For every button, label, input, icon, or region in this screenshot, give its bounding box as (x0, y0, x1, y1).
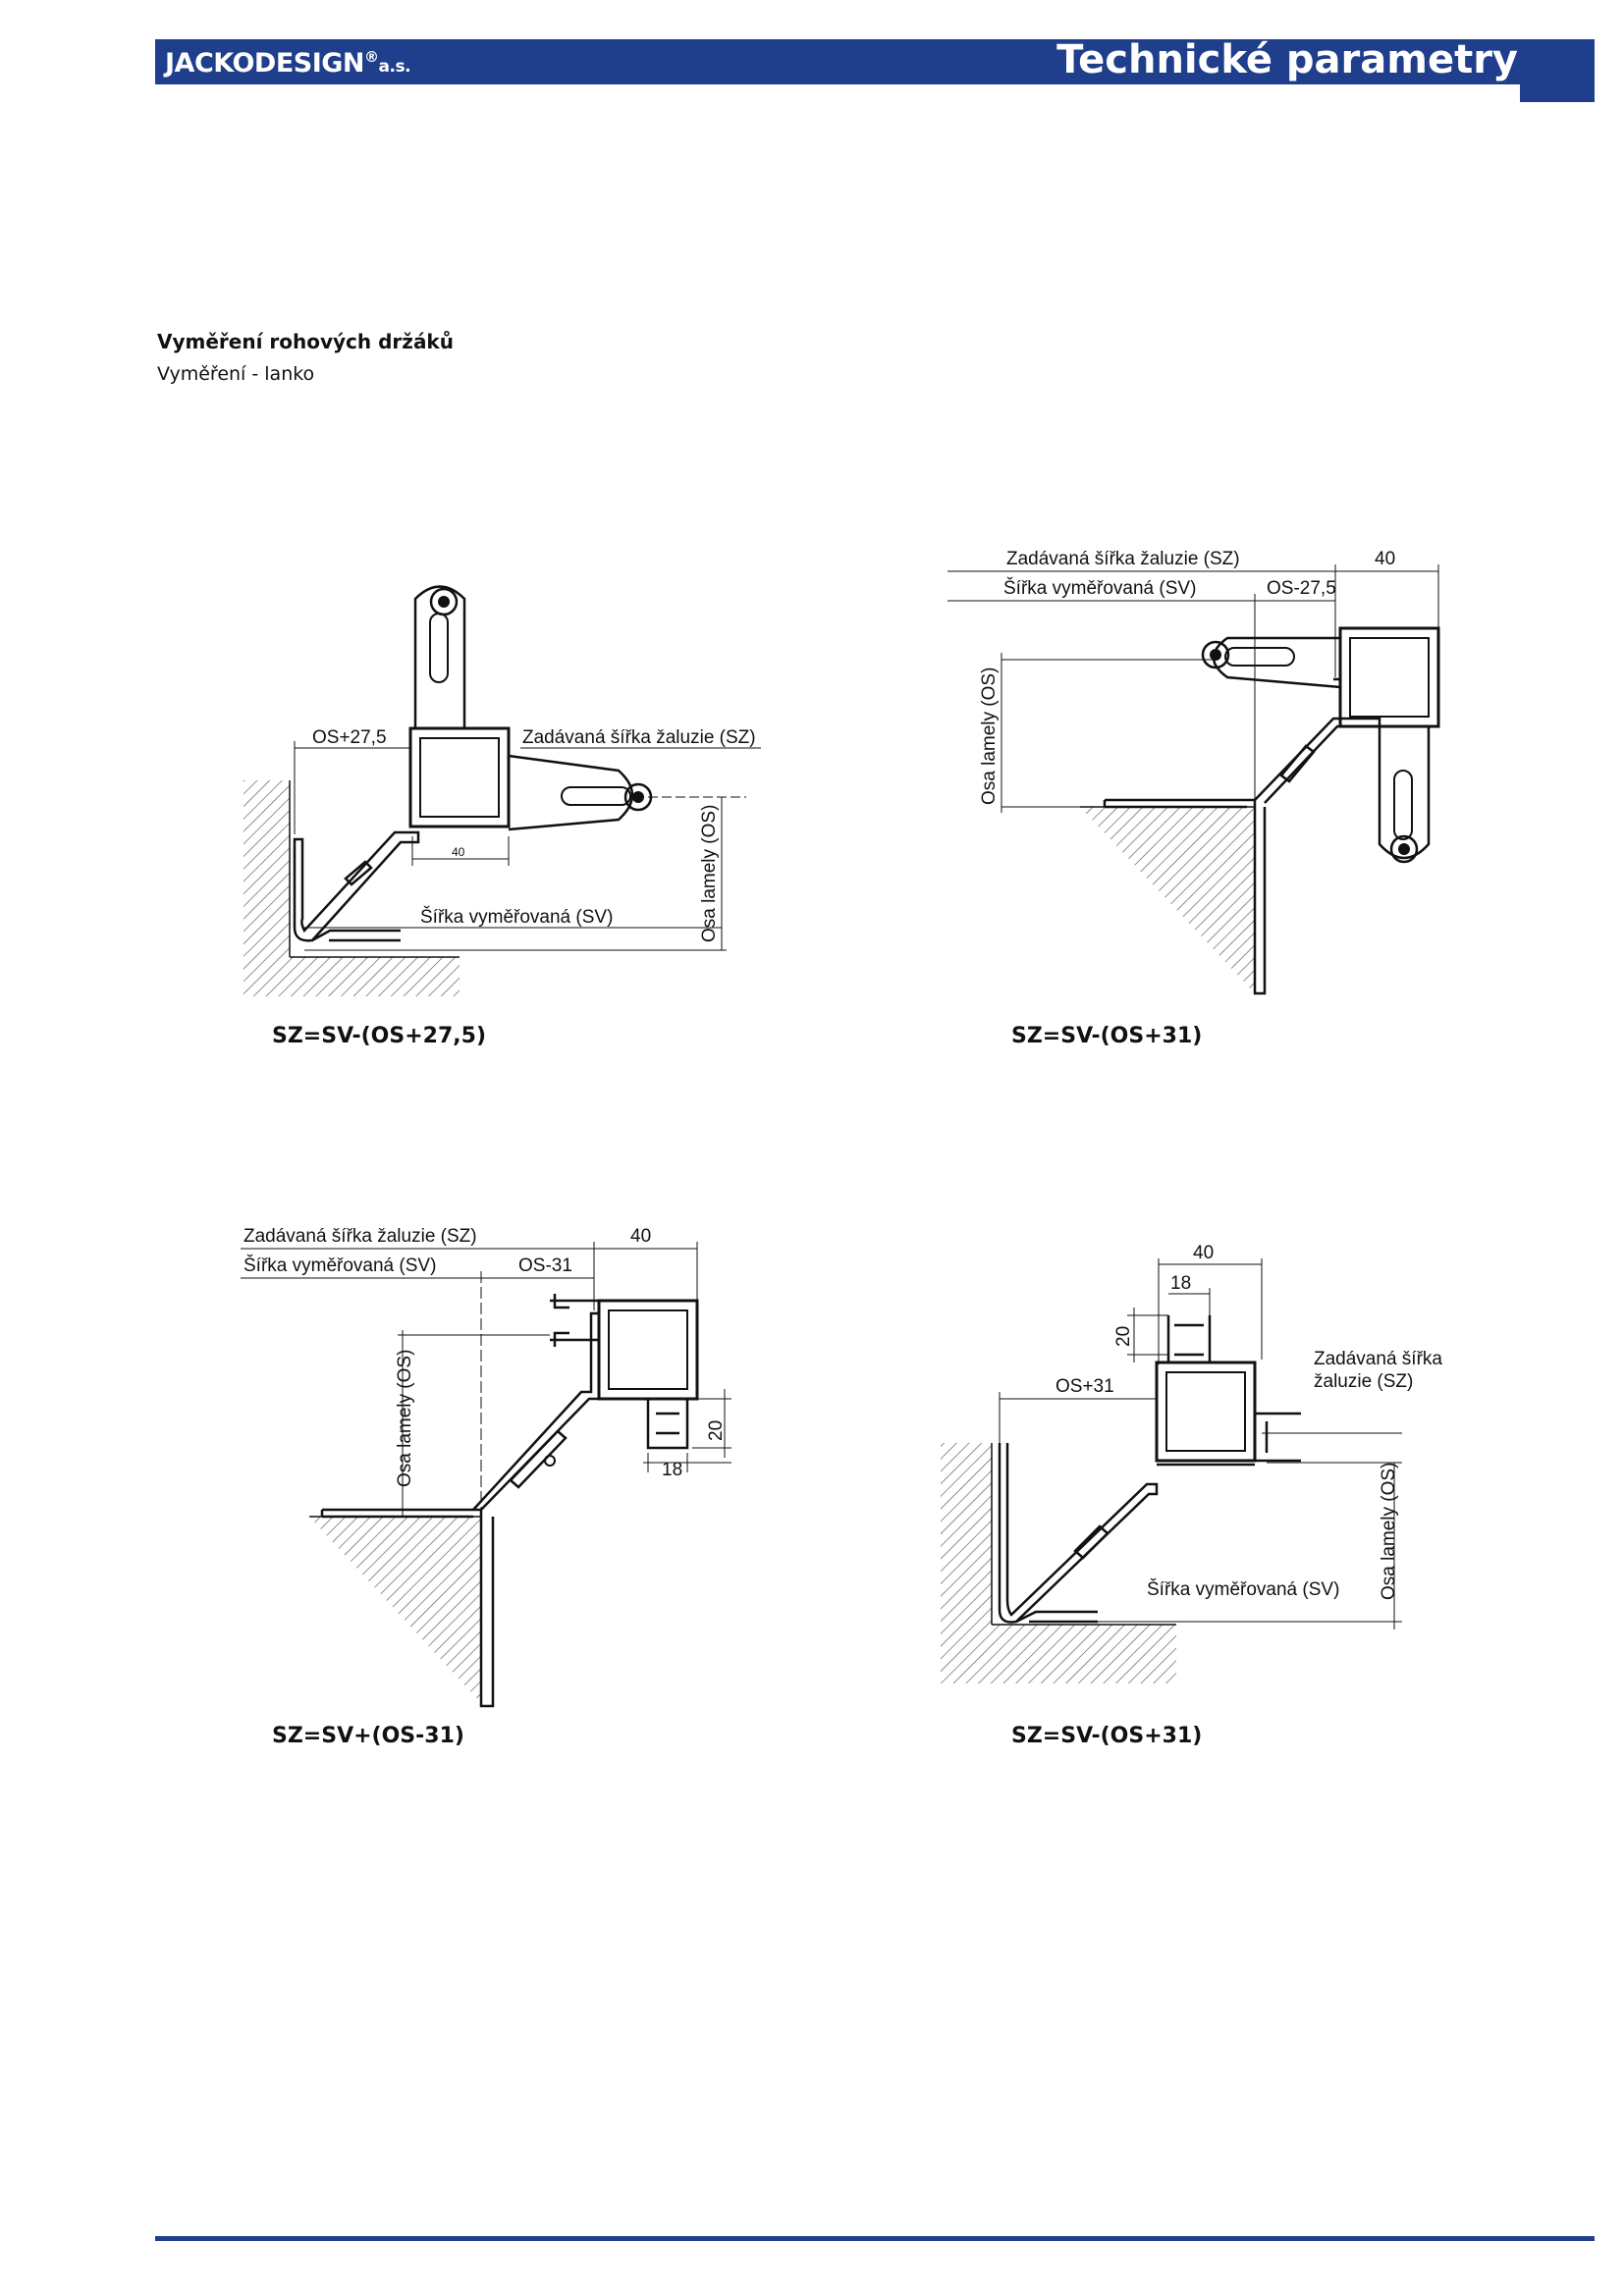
dim-40-label: 40 (630, 1226, 651, 1247)
sz-label-line2: žaluzie (SZ) (1314, 1371, 1413, 1392)
section-title: Vyměření rohových držáků (157, 330, 454, 353)
sv-label: Šířka vyměřovaná (SV) (1147, 1578, 1339, 1600)
osa-label: Osa lamely (OS) (699, 805, 720, 942)
dim-20-label: 20 (1113, 1326, 1134, 1347)
dim-os-label: OS-27,5 (1267, 578, 1336, 599)
dim-40-label: 40 (1375, 549, 1395, 569)
section-subtitle: Vyměření - lanko (157, 363, 315, 385)
formula-4: SZ=SV-(OS+31) (1011, 1724, 1203, 1748)
formula-1: SZ=SV-(OS+27,5) (272, 1024, 487, 1048)
dim-40-label: 40 (1193, 1243, 1214, 1263)
dim-20-label: 20 (706, 1420, 727, 1441)
sz-label-line1: Zadávaná šířka (1314, 1349, 1442, 1369)
osa-label: Osa lamely (OS) (395, 1350, 415, 1487)
sv-label: Šířka vyměřovaná (SV) (420, 906, 613, 928)
dim-os-label: OS+27,5 (312, 727, 387, 748)
sv-label: Šířka vyměřovaná (SV) (1003, 577, 1196, 599)
sz-label: Zadávaná šířka žaluzie (SZ) (244, 1226, 477, 1247)
dim-os-label: OS-31 (518, 1255, 572, 1276)
footer-rule (155, 2236, 1595, 2241)
dim-18-label: 18 (1170, 1273, 1191, 1294)
header-bar (155, 39, 1595, 84)
drawing-2: Zadávaná šířka žaluzie (SZ) 40 Šířka vym… (947, 549, 1440, 995)
formula-2: SZ=SV-(OS+31) (1011, 1024, 1203, 1048)
dim-40-label: 40 (452, 845, 465, 859)
brand-logo: JACKODESIGN®a.s. (165, 48, 411, 79)
drawing-1: OS+27,5 Zadávaná šířka žaluzie (SZ) 40 Š… (244, 585, 761, 996)
drawing-4: 40 18 20 OS+31 Zadávaná šířka žaluzie (S… (941, 1243, 1442, 1683)
drawing-3: Zadávaná šířka žaluzie (SZ) 40 Šířka vym… (241, 1226, 731, 1708)
page-title: Technické parametry (1056, 37, 1518, 82)
dim-18-label: 18 (662, 1460, 682, 1480)
sz-label: Zadávaná šířka žaluzie (SZ) (1006, 549, 1240, 569)
sz-label: Zadávaná šířka žaluzie (SZ) (522, 727, 756, 748)
osa-label: Osa lamely (OS) (1379, 1463, 1399, 1600)
header-tab (1520, 84, 1595, 102)
osa-label: Osa lamely (OS) (979, 667, 1000, 805)
formula-3: SZ=SV+(OS-31) (272, 1724, 464, 1748)
sv-label: Šířka vyměřovaná (SV) (244, 1255, 436, 1276)
dim-os-label: OS+31 (1056, 1376, 1114, 1397)
